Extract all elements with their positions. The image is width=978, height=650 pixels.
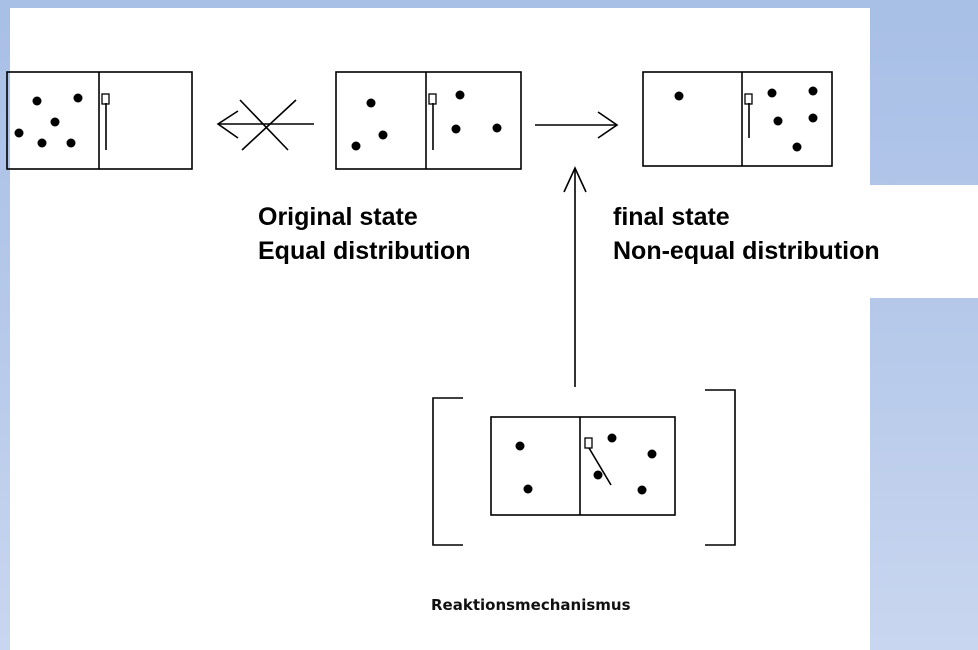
box-equal-particles: [351, 90, 502, 151]
non-equal-distribution-label: Non-equal distribution: [613, 237, 880, 265]
mechanism-caption: Reaktionsmechanismus: [431, 596, 631, 614]
box-all-left: [6, 71, 193, 170]
equal-distribution-label: Equal distribution: [258, 237, 471, 265]
final-state-label: final state: [613, 203, 730, 231]
original-state-label: Original state: [258, 203, 418, 231]
box-mechanism: [490, 416, 676, 516]
box-mechanism-particles: [515, 433, 657, 495]
box-non-equal-particles: [674, 86, 818, 152]
mechanism-brackets: [432, 389, 736, 546]
mechanism-arrow: [563, 166, 587, 387]
box-equal: [335, 71, 522, 170]
forward-arrow: [535, 111, 619, 139]
crossed-arrow: [216, 99, 314, 151]
box-all-left-particles: [14, 93, 83, 148]
white-panel: [10, 8, 978, 650]
box-non-equal: [642, 71, 833, 167]
